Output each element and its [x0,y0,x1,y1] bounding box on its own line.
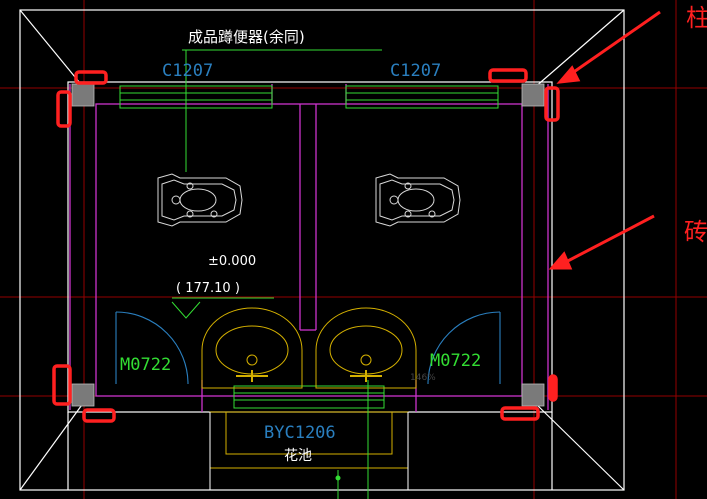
annotation-text-column: 柱 [686,4,707,32]
columns [71,83,545,407]
door-right-label: M0722 [430,351,481,371]
faint-percent-label: 146% [410,373,436,383]
arrow-head [548,251,573,270]
outer-boundary [19,9,625,491]
flower-bed-label: 花池 [284,448,312,464]
hip-line [533,9,625,89]
column-bottom-left [71,383,95,407]
arrow-head [556,65,581,84]
flower-bed-lines [209,412,409,490]
highlight-marker [74,70,108,85]
arrow-to-column [567,10,661,78]
leader-lines [171,49,382,499]
column-top-left [71,83,95,107]
column-top-right [521,83,545,107]
highlight-marker [500,406,540,421]
fixture-note-label: 成品蹲便器(余同) [188,28,305,46]
elevation-triangle [171,301,201,319]
hip-line [19,9,85,89]
hip-line [19,401,85,491]
inner-wall [95,103,523,397]
column-bottom-right [521,383,545,407]
sink-left [201,307,303,389]
highlight-marker [544,86,560,122]
elevation-value-label: ( 177.10 ) [176,281,240,296]
highlight-markers [52,68,560,423]
window-top-left [119,85,273,109]
squat-toilet-right [375,173,461,227]
highlight-marker [52,364,72,406]
window-bottom [233,385,385,409]
window-top-right [345,85,499,109]
arrow-to-brick-wall [561,214,655,266]
door-right-swing [427,311,501,385]
highlight-marker [548,374,558,402]
annotation-text-brick: 砖 [684,218,707,246]
highlight-marker [82,408,116,423]
leader-dot [335,475,341,481]
bay-window-label: BYC1206 [264,423,336,443]
elevation-mark-label: ±0.000 [208,254,256,269]
highlight-marker [488,68,528,83]
highlight-marker [56,90,72,128]
window-left-label: C1207 [162,61,213,81]
hip-line [533,401,625,491]
door-left-label: M0722 [120,355,171,375]
sink-right [315,307,417,389]
door-left-swing [115,311,189,385]
window-right-label: C1207 [390,61,441,81]
annotation-arrows [548,10,661,270]
squat-toilet-left [157,173,243,227]
